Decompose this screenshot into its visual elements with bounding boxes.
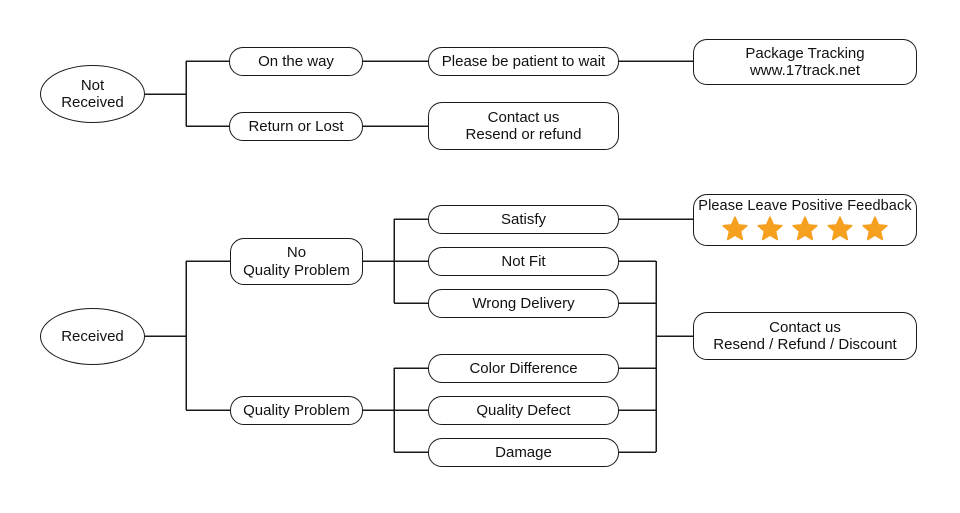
node-no-quality-problem[interactable]: No Quality Problem <box>230 238 363 285</box>
node-package-tracking[interactable]: Package Tracking www.17track.net <box>693 39 917 85</box>
node-contact-us-resend-refund-discount[interactable]: Contact us Resend / Refund / Discount <box>693 312 917 360</box>
node-on-the-way[interactable]: On the way <box>229 47 363 76</box>
node-wrong-delivery[interactable]: Wrong Delivery <box>428 289 619 318</box>
node-not-fit[interactable]: Not Fit <box>428 247 619 276</box>
star-rating[interactable] <box>722 216 888 242</box>
node-contact-us-resend-or-refund[interactable]: Contact us Resend or refund <box>428 102 619 150</box>
feedback-label: Please Leave Positive Feedback <box>698 198 912 214</box>
node-received[interactable]: Received <box>40 308 145 365</box>
star-icon[interactable] <box>862 216 888 242</box>
star-icon[interactable] <box>722 216 748 242</box>
node-please-be-patient-to-wait[interactable]: Please be patient to wait <box>428 47 619 76</box>
node-quality-defect[interactable]: Quality Defect <box>428 396 619 425</box>
star-icon[interactable] <box>792 216 818 242</box>
node-return-or-lost[interactable]: Return or Lost <box>229 112 363 141</box>
node-not-received[interactable]: Not Received <box>40 65 145 123</box>
node-please-leave-positive-feedback[interactable]: Please Leave Positive Feedback <box>693 194 917 246</box>
node-quality-problem[interactable]: Quality Problem <box>230 396 363 425</box>
star-icon[interactable] <box>757 216 783 242</box>
node-color-difference[interactable]: Color Difference <box>428 354 619 383</box>
node-damage[interactable]: Damage <box>428 438 619 467</box>
star-icon[interactable] <box>827 216 853 242</box>
node-satisfy[interactable]: Satisfy <box>428 205 619 234</box>
